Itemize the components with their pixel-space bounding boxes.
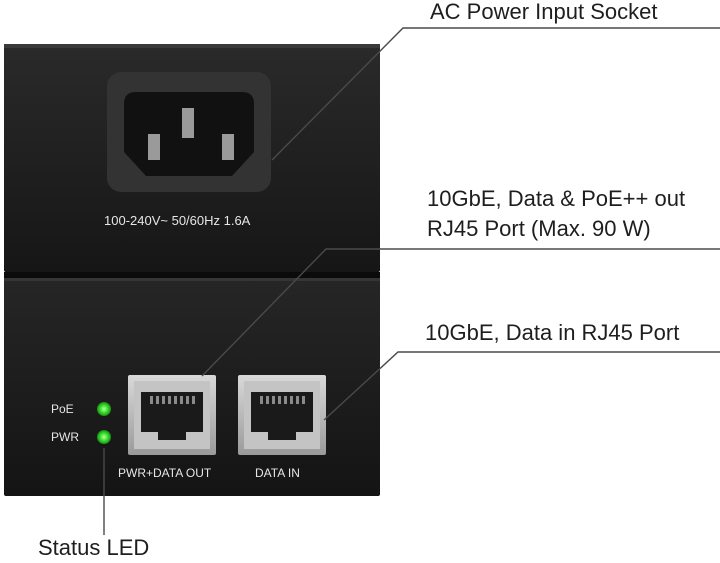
callout-status-led: Status LED [38, 535, 150, 560]
pwr-led-label: PWR [51, 430, 79, 444]
leader-poe-out [201, 248, 720, 377]
port-in-label: DATA IN [255, 466, 300, 480]
leader-ac-socket [271, 27, 720, 161]
pwr-led [97, 430, 111, 444]
callout-ac-socket: AC Power Input Socket [430, 0, 658, 24]
poe-led-label: PoE [51, 402, 74, 416]
leader-lines [103, 27, 720, 535]
leader-data-in [323, 351, 720, 421]
callout-data-in: 10GbE, Data in RJ45 Port [425, 320, 680, 345]
poe-led [97, 402, 111, 416]
callout-poe-out-line2: RJ45 Port (Max. 90 W) [427, 216, 651, 241]
port-out-label: PWR+DATA OUT [118, 466, 212, 480]
rj45-port-out [128, 375, 216, 455]
callout-poe-out-line1: 10GbE, Data & PoE++ out [427, 186, 686, 211]
rj45-port-in [238, 375, 326, 455]
power-rating-label: 100-240V~ 50/60Hz 1.6A [104, 213, 251, 228]
ac-power-socket [107, 72, 271, 192]
